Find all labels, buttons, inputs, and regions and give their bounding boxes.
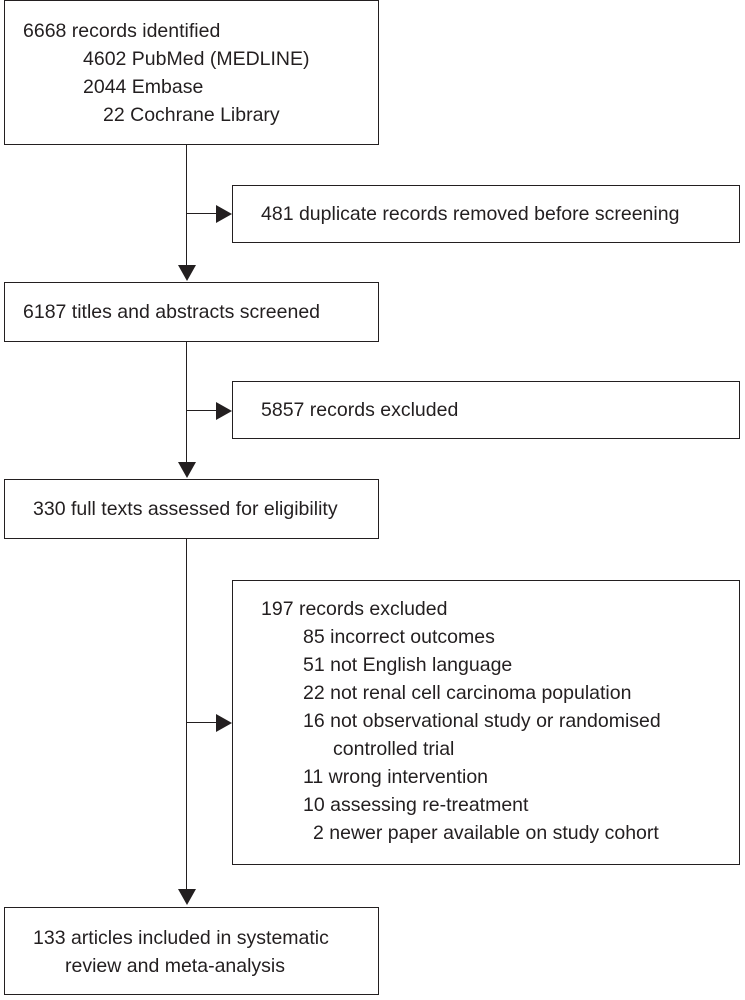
reason-not-observational-cont: controlled trial <box>333 738 455 760</box>
flow-line-3 <box>186 539 187 891</box>
eligibility-text: 330 full texts assessed for eligibility <box>33 498 338 520</box>
screened-text: 6187 titles and abstracts screened <box>23 301 321 323</box>
records-identified-title: 6668 records identified <box>23 20 221 42</box>
source-cochrane: 22 Cochrane Library <box>103 104 280 126</box>
excluded-screening-text: 5857 records excluded <box>261 399 459 421</box>
reason-incorrect-outcomes: 85 incorrect outcomes <box>303 626 495 648</box>
reason-not-english: 51 not English language <box>303 654 513 676</box>
duplicates-removed-text: 481 duplicate records removed before scr… <box>261 203 680 225</box>
included-box: 133 articles included in systematic revi… <box>4 907 379 995</box>
eligibility-box: 330 full texts assessed for eligibility <box>4 479 379 539</box>
flow-line-2 <box>186 342 187 464</box>
branch-line-duplicates <box>186 213 218 214</box>
excluded-fulltext-box: 197 records excluded 85 incorrect outcom… <box>232 580 740 865</box>
arrow-down-2 <box>178 462 196 478</box>
arrow-down-1 <box>178 265 196 281</box>
arrow-right-duplicates <box>216 205 232 223</box>
source-pubmed: 4602 PubMed (MEDLINE) <box>83 48 310 70</box>
included-text-line-1: 133 articles included in systematic <box>33 927 329 949</box>
reason-not-observational: 16 not observational study or randomised <box>303 710 661 732</box>
duplicates-removed-box: 481 duplicate records removed before scr… <box>232 185 740 243</box>
reason-re-treatment: 10 assessing re-treatment <box>303 794 529 816</box>
arrow-right-excluded-fulltext <box>216 714 232 732</box>
excluded-fulltext-title: 197 records excluded <box>261 598 448 620</box>
branch-line-excluded-fulltext <box>186 722 218 723</box>
excluded-screening-box: 5857 records excluded <box>232 381 740 439</box>
reason-wrong-intervention: 11 wrong intervention <box>303 766 489 788</box>
arrow-down-3 <box>178 889 196 905</box>
included-text-line-2: review and meta-analysis <box>65 955 286 977</box>
arrow-right-excluded-screening <box>216 402 232 420</box>
screened-box: 6187 titles and abstracts screened <box>4 282 379 342</box>
flow-line-1 <box>186 145 187 267</box>
reason-newer-paper: 2 newer paper available on study cohort <box>313 822 659 844</box>
source-embase: 2044 Embase <box>83 76 204 98</box>
reason-not-rcc-population: 22 not renal cell carcinoma population <box>303 682 632 704</box>
records-identified-box: 6668 records identified 4602 PubMed (MED… <box>4 0 379 145</box>
branch-line-excluded-screening <box>186 410 218 411</box>
